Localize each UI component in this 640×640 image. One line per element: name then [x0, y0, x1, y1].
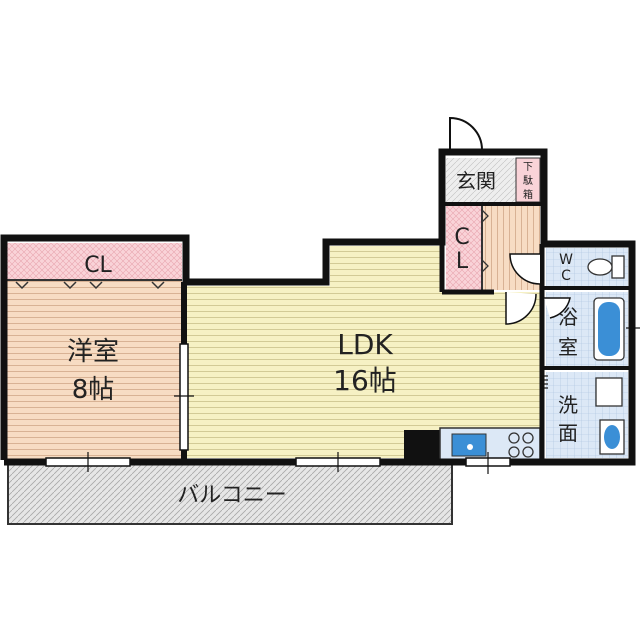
closet-top: CL	[6, 243, 182, 290]
entrance: 玄関 下 駄 箱	[446, 116, 541, 203]
ldk-name: LDK	[337, 328, 393, 361]
kitchen-counter	[404, 427, 541, 463]
washroom-label-1: 洗	[558, 393, 578, 417]
ldk-size: 16帖	[333, 364, 397, 397]
washroom-label-2: 面	[558, 421, 578, 445]
partition-dashes	[540, 375, 548, 389]
shoe-box-label-1: 下	[523, 162, 533, 173]
closet-entry: C L	[446, 206, 489, 290]
sliding-door	[174, 343, 194, 451]
balcony: バルコニー	[7, 463, 453, 525]
closet-door-marks	[15, 281, 165, 290]
shoe-box-label-2: 駄	[523, 174, 533, 187]
closet-entry-label-2: L	[456, 249, 469, 274]
bathroom-label-2: 室	[558, 335, 578, 359]
washing-machine-icon	[595, 377, 623, 407]
shoe-box-label-3: 箱	[523, 188, 533, 201]
ldk-room: LDK 16帖	[186, 246, 540, 458]
balcony-label: バルコニー	[177, 483, 287, 508]
vent-marks	[626, 318, 640, 338]
closet-entry-label-1: C	[454, 225, 469, 250]
western-room-name: 洋室	[67, 337, 119, 367]
washbasin-icon	[599, 419, 625, 455]
door-swings	[505, 253, 571, 325]
entrance-label: 玄関	[456, 169, 496, 193]
toilet-icon	[587, 255, 625, 279]
windows	[45, 452, 511, 474]
toilet-label-1: W	[559, 252, 573, 268]
bathtub-icon	[593, 297, 625, 361]
washroom: 洗 面	[546, 372, 628, 458]
entry-door-icon	[449, 116, 483, 151]
toilet-label-2: C	[561, 268, 571, 284]
western-room-size: 8帖	[72, 375, 115, 405]
stove-icon	[508, 432, 534, 458]
shoe-box	[515, 157, 541, 203]
closet-top-label: CL	[84, 253, 112, 278]
toilet-room: W C	[546, 248, 628, 286]
western-room: 洋室 8帖	[6, 280, 182, 460]
